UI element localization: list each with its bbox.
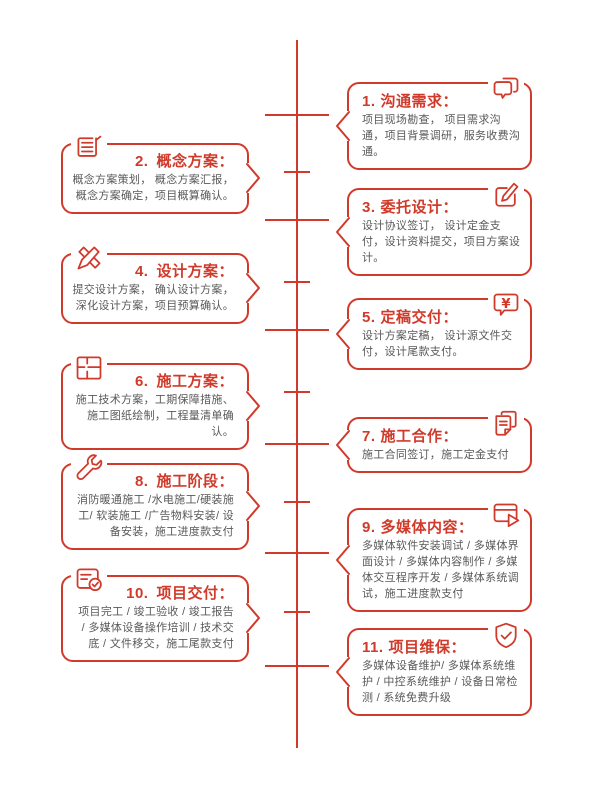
timeline-item-6: 6. 施工方案： 施工技术方案，工期保障措施、施工图纸绘制，工程量清单确认。 xyxy=(61,353,260,450)
timeline-connector xyxy=(265,329,329,331)
item-number: 7. xyxy=(362,428,376,445)
item-title-text: 施工阶段： xyxy=(156,473,234,490)
item-title-text: 设计方案： xyxy=(156,263,234,280)
svg-text:¥: ¥ xyxy=(501,297,511,312)
document-lines-icon xyxy=(71,133,107,163)
pointer-arrow xyxy=(246,163,260,194)
timeline-item-1: 1. 沟通需求： 项目现场勘查， 项目需求沟通，项目背景调研，服务收费沟通。 xyxy=(336,75,532,170)
item-title: 7. 施工合作： xyxy=(349,419,530,448)
item-number: 4. xyxy=(134,263,149,280)
item-title: 6. 施工方案： xyxy=(63,365,247,393)
timeline-item-11: 11. 项目维保： 多媒体设备维护/ 多媒体系统维护 / 中控系统维护 / 设备… xyxy=(336,621,532,716)
item-title: 10. 项目交付： xyxy=(63,577,247,605)
timeline-item-9: 9. 多媒体内容： 多媒体软件安装调试 / 多媒体界面设计 / 多媒体内容制作 … xyxy=(336,501,532,612)
item-title: 4. 设计方案： xyxy=(63,255,247,283)
timeline-item-7: 7. 施工合作： 施工合同签订，施工定金支付 xyxy=(336,410,532,473)
item-number: 8. xyxy=(134,473,149,490)
item-body: 多媒体设备维护/ 多媒体系统维护 / 中控系统维护 / 设备日常检测 / 系统免… xyxy=(362,660,518,704)
wrench-icon xyxy=(71,453,107,483)
pointer-arrow xyxy=(336,544,350,575)
item-body: 施工合同签订，施工定金支付 xyxy=(362,449,509,461)
item-title-text: 项目维保： xyxy=(388,639,467,656)
pointer-arrow xyxy=(246,391,260,422)
item-title-text: 施工方案： xyxy=(156,373,234,390)
contract-docs-icon xyxy=(488,410,524,440)
item-number: 11. xyxy=(362,639,384,656)
item-body: 设计方案定稿， 设计源文件交付，设计尾款支付。 xyxy=(362,330,513,358)
item-body: 施工技术方案，工期保障措施、施工图纸绘制，工程量清单确认。 xyxy=(75,394,234,438)
item-body: 概念方案策划， 概念方案汇报，概念方案确定，项目概算确认。 xyxy=(72,174,234,202)
item-number: 9. xyxy=(362,519,376,536)
timeline-tick xyxy=(284,390,310,393)
item-title-text: 多媒体内容： xyxy=(380,519,474,536)
pointer-arrow xyxy=(336,110,350,141)
item-title: 1. 沟通需求： xyxy=(349,84,530,113)
yuan-bubble-icon: ¥ xyxy=(488,291,524,321)
item-title: 5. 定稿交付： xyxy=(349,300,530,329)
item-body: 提交设计方案， 确认设计方案，深化设计方案，项目预算确认。 xyxy=(72,284,234,312)
item-title: 2. 概念方案： xyxy=(63,145,247,173)
timeline-item-10: 10. 项目交付： 项目完工 / 竣工验收 / 竣工报告 / 多媒体设备操作培训… xyxy=(61,565,260,662)
item-title-text: 定稿交付： xyxy=(380,309,459,326)
edit-square-icon xyxy=(488,181,524,211)
item-title-text: 施工合作： xyxy=(380,428,459,445)
timeline-tick xyxy=(284,500,310,503)
timeline-item-3: 3. 委托设计： 设计协议签订， 设计定金支付，设计资料提交，项目方案设计。 xyxy=(336,181,532,276)
design-pens-icon xyxy=(71,243,107,273)
item-body: 项目现场勘查， 项目需求沟通，项目背景调研，服务收费沟通。 xyxy=(362,114,521,158)
item-body: 项目完工 / 竣工验收 / 竣工报告 / 多媒体设备操作培训 / 技术交底 / … xyxy=(78,606,234,650)
pointer-arrow xyxy=(246,273,260,304)
item-title-text: 沟通需求： xyxy=(380,93,459,110)
pointer-arrow xyxy=(336,656,350,687)
item-title-text: 概念方案： xyxy=(156,153,234,170)
timeline-item-5: ¥ 5. 定稿交付： 设计方案定稿， 设计源文件交付，设计尾款支付。 xyxy=(336,291,532,370)
item-number: 2. xyxy=(134,153,149,170)
item-number: 10. xyxy=(126,585,149,602)
item-body: 多媒体软件安装调试 / 多媒体界面设计 / 多媒体内容制作 / 多媒体交互程序开… xyxy=(362,540,519,600)
timeline-item-4: 4. 设计方案： 提交设计方案， 确认设计方案，深化设计方案，项目预算确认。 xyxy=(61,243,260,324)
item-title: 3. 委托设计： xyxy=(349,190,530,219)
timeline-connector xyxy=(265,219,329,221)
item-number: 5. xyxy=(362,309,376,326)
timeline-connector xyxy=(265,664,329,667)
timeline-item-8: 8. 施工阶段： 消防暖通施工 /水电施工/硬装施工/ 软装施工 /广告物料安装… xyxy=(61,453,260,550)
pointer-arrow xyxy=(246,603,260,634)
item-number: 6. xyxy=(134,373,149,390)
pointer-arrow xyxy=(336,429,350,460)
timeline-axis xyxy=(296,40,298,748)
shield-check-icon xyxy=(488,621,524,651)
item-title: 11. 项目维保： xyxy=(349,630,530,659)
item-title-text: 委托设计： xyxy=(380,199,459,216)
task-check-icon xyxy=(71,565,107,595)
media-play-icon xyxy=(488,501,524,531)
item-body: 消防暖通施工 /水电施工/硬装施工/ 软装施工 /广告物料安装/ 设备安装，施工… xyxy=(77,494,234,538)
timeline-connector xyxy=(265,442,329,445)
item-number: 1. xyxy=(362,93,376,110)
item-title: 9. 多媒体内容： xyxy=(349,510,530,539)
timeline-tick xyxy=(284,610,310,613)
chat-icon xyxy=(488,75,524,105)
pointer-arrow xyxy=(336,318,350,349)
pointer-arrow xyxy=(246,491,260,522)
timeline-item-2: 2. 概念方案： 概念方案策划， 概念方案汇报，概念方案确定，项目概算确认。 xyxy=(61,133,260,214)
item-title: 8. 施工阶段： xyxy=(63,465,247,493)
timeline-connector xyxy=(265,552,329,554)
item-body: 设计协议签订， 设计定金支付，设计资料提交，项目方案设计。 xyxy=(362,220,521,264)
timeline-connector xyxy=(265,114,329,116)
floorplan-icon xyxy=(71,353,107,383)
pointer-arrow xyxy=(336,216,350,247)
item-number: 3. xyxy=(362,199,376,216)
item-title-text: 项目交付： xyxy=(156,585,234,602)
timeline-tick xyxy=(284,280,310,283)
timeline-tick xyxy=(284,171,310,173)
